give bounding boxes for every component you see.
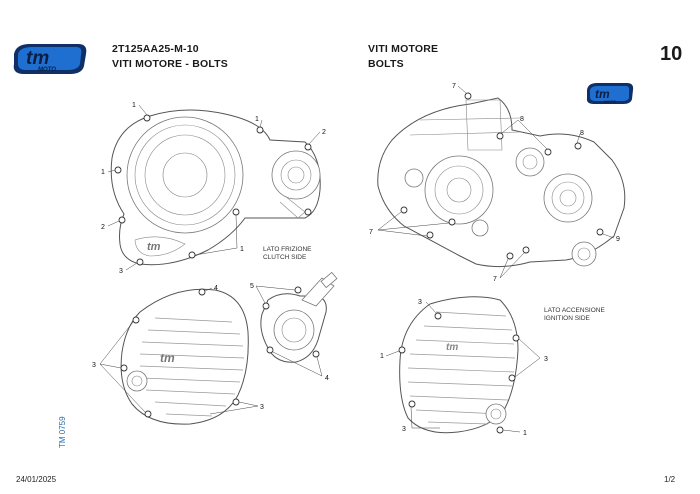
callout-1-ign-right-left: 1 xyxy=(380,353,384,360)
water-pump-drawing: 5 4 xyxy=(250,271,338,382)
callout-2-left: 2 xyxy=(101,224,105,231)
callout-3-clutch: 3 xyxy=(119,268,123,275)
logo-text: tm xyxy=(26,48,49,69)
crankcase-drawing: 7 8 8 7 7 9 xyxy=(369,83,626,283)
tm-logo-main: tm MOTO xyxy=(13,44,87,74)
ignition-right-embossed-logo: tm xyxy=(446,342,458,353)
callout-5-pump: 5 xyxy=(250,283,254,290)
callout-4-ignition: 4 xyxy=(214,285,218,292)
callout-2-right: 2 xyxy=(322,129,326,136)
logo-subtext: MOTO xyxy=(38,67,56,73)
callout-9: 9 xyxy=(616,236,620,243)
footer-date: 24/01/2025 xyxy=(16,475,57,484)
clutch-cover-drawing: tm 1 1 2 1 2 1 3 xyxy=(101,102,326,275)
ignition-side-label-it: LATO ACCENSIONE xyxy=(544,307,605,314)
callout-3-ign-right-side: 3 xyxy=(544,356,548,363)
callout-7-top: 7 xyxy=(452,83,456,90)
cover-embossed-logo: tm xyxy=(147,241,161,253)
callout-1-ign-right-bottom: 1 xyxy=(523,430,527,437)
page-number: 10 xyxy=(660,43,683,65)
callout-7-bottom: 7 xyxy=(493,276,497,283)
callout-1-top: 1 xyxy=(132,102,136,109)
title-right-line2: BOLTS xyxy=(368,58,404,70)
clutch-side-label: LATO FRIZIONE CLUTCH SIDE xyxy=(263,246,312,262)
callout-8-left: 8 xyxy=(520,116,524,123)
callout-1-bottom: 1 xyxy=(240,246,244,253)
title-right-line1: VITI MOTORE xyxy=(368,43,439,55)
document-code: 2T125AA25-M-10 xyxy=(112,43,199,55)
callout-3-ignition-bottom: 3 xyxy=(260,404,264,411)
callout-3-ign-right-bottom: 3 xyxy=(402,426,406,433)
logo-small-subtext: MOTO xyxy=(604,99,617,104)
clutch-side-label-en: CLUTCH SIDE xyxy=(263,254,307,261)
document-title: VITI MOTORE - BOLTS xyxy=(112,58,228,70)
callout-1-left: 1 xyxy=(101,169,105,176)
callout-3-ignition-left: 3 xyxy=(92,362,96,369)
callout-7-left: 7 xyxy=(369,229,373,236)
callout-3-ign-right-top: 3 xyxy=(418,299,422,306)
callout-8-right: 8 xyxy=(580,130,584,137)
ignition-side-label-en: IGNITION SIDE xyxy=(544,315,590,322)
callout-1-right: 1 xyxy=(255,116,259,123)
ignition-cover-embossed-logo: tm xyxy=(160,351,175,365)
tm-logo-small: tm MOTO xyxy=(586,83,634,104)
ignition-side-label: LATO ACCENSIONE IGNITION SIDE xyxy=(544,307,605,323)
logo-small-text: tm xyxy=(595,87,610,101)
ignition-cover-left-drawing: tm 4 3 3 xyxy=(92,285,264,425)
callout-4-pump: 4 xyxy=(325,375,329,382)
ignition-cover-right-drawing: tm 3 1 3 3 1 xyxy=(380,296,548,437)
footer-page-of: 1/2 xyxy=(664,475,676,484)
clutch-side-label-it: LATO FRIZIONE xyxy=(263,246,312,253)
